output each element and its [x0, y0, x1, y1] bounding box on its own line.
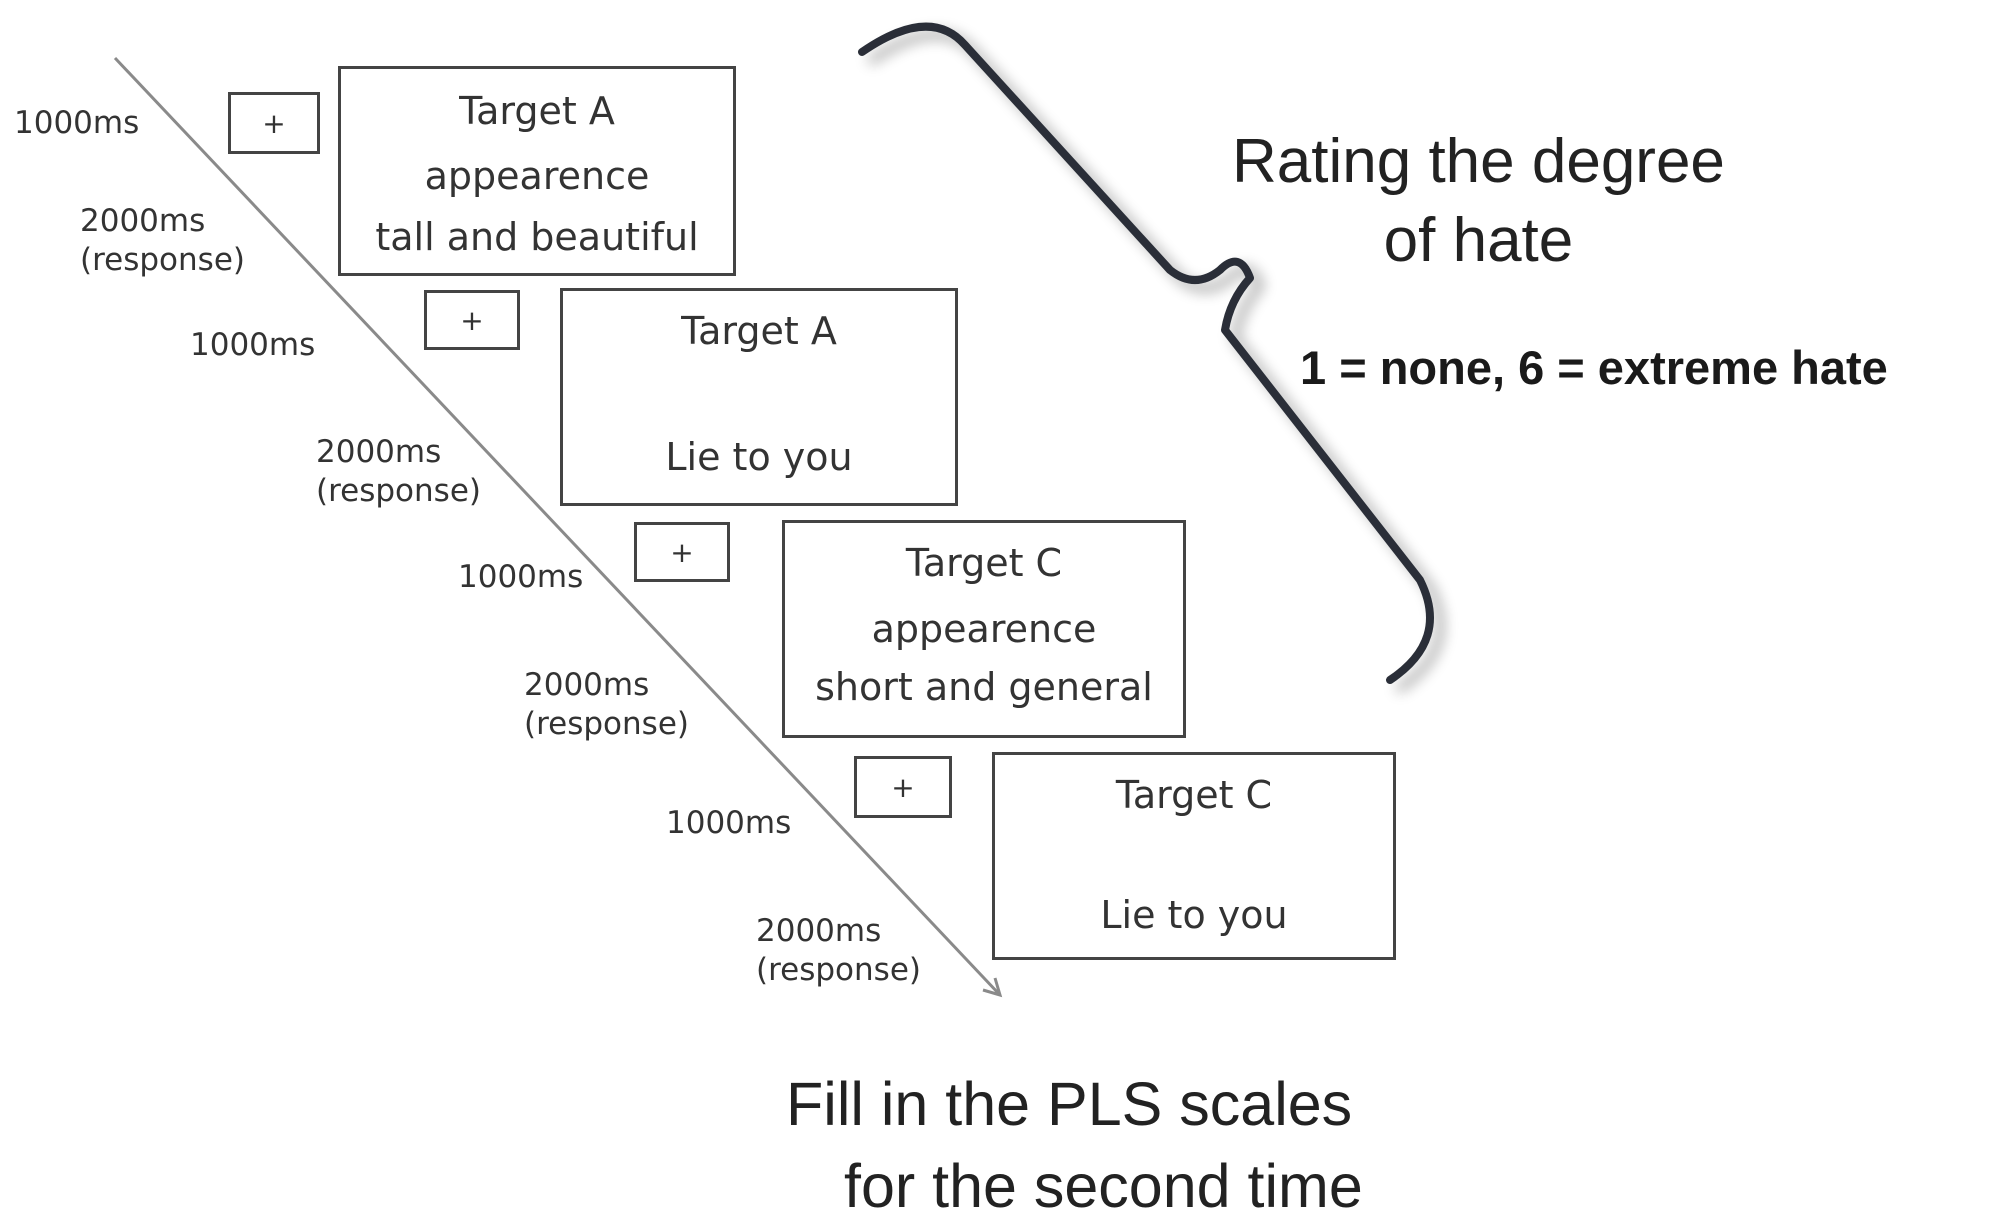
rating-instruction: Rating the degree of hate — [1232, 122, 1725, 281]
stimulus-duration-label: 2000ms (response) — [756, 916, 921, 986]
duration-text: 2000ms — [80, 203, 206, 239]
time-arrow-head — [982, 977, 1003, 998]
stimulus-description-text: tall and beautiful — [375, 215, 699, 259]
rating-title-line: of hate — [1383, 206, 1574, 276]
fixation-cross-icon: + — [262, 106, 286, 140]
stimulus-duration-label: 2000ms (response) — [524, 670, 689, 740]
stimulus-screen: Target A Lie to you — [560, 288, 958, 506]
fixation-duration-label: 1000ms — [458, 559, 584, 595]
rating-scale-text: 1 = none, 6 = extreme hate — [1300, 341, 1888, 394]
final-instruction: Fill in the PLS scales for the second ti… — [786, 1064, 1363, 1227]
stimulus-description-text: Lie to you — [665, 435, 853, 479]
stimulus-screen: Target C appearence short and general — [782, 520, 1186, 738]
duration-text: 2000ms — [316, 434, 442, 470]
stimulus-screen: Target C Lie to you — [992, 752, 1396, 960]
stimulus-duration-label: 2000ms (response) — [316, 437, 481, 507]
stimulus-description-text: short and general — [815, 665, 1153, 709]
stimulus-description-text: Lie to you — [1100, 893, 1288, 937]
fixation-cross-icon: + — [460, 303, 484, 337]
curly-brace-icon — [858, 22, 1434, 684]
stimulus-duration-label: 2000ms (response) — [80, 206, 245, 276]
stimulus-screen: Target A appearence tall and beautiful — [338, 66, 736, 276]
fixation-cross-icon: + — [891, 770, 915, 804]
response-text: (response) — [80, 242, 245, 278]
fixation-cross-box: + — [228, 92, 320, 154]
fixation-cross-box: + — [634, 522, 730, 582]
stimulus-target-text: Target A — [459, 89, 615, 133]
stimulus-target-text: Target C — [905, 541, 1063, 585]
final-instruction-line: Fill in the PLS scales — [786, 1070, 1353, 1138]
fixation-cross-box: + — [854, 756, 952, 818]
stimulus-target-text: Target C — [1115, 773, 1273, 817]
response-text: (response) — [756, 952, 921, 988]
duration-text: 2000ms — [524, 667, 650, 703]
final-instruction-line: for the second time — [844, 1151, 1363, 1220]
stimulus-category-text: appearence — [871, 607, 1097, 651]
duration-text: 2000ms — [756, 913, 882, 949]
stimulus-category-text: appearence — [424, 154, 650, 198]
rating-title-line: Rating the degree — [1232, 127, 1725, 196]
fixation-cross-box: + — [424, 290, 520, 350]
response-text: (response) — [524, 706, 689, 742]
fixation-duration-label: 1000ms — [190, 327, 316, 363]
fixation-cross-icon: + — [670, 535, 694, 569]
time-arrow-line — [113, 56, 1002, 997]
fixation-duration-label: 1000ms — [666, 805, 792, 841]
response-text: (response) — [316, 473, 481, 509]
fixation-duration-label: 1000ms — [14, 105, 140, 141]
stimulus-target-text: Target A — [681, 309, 837, 353]
